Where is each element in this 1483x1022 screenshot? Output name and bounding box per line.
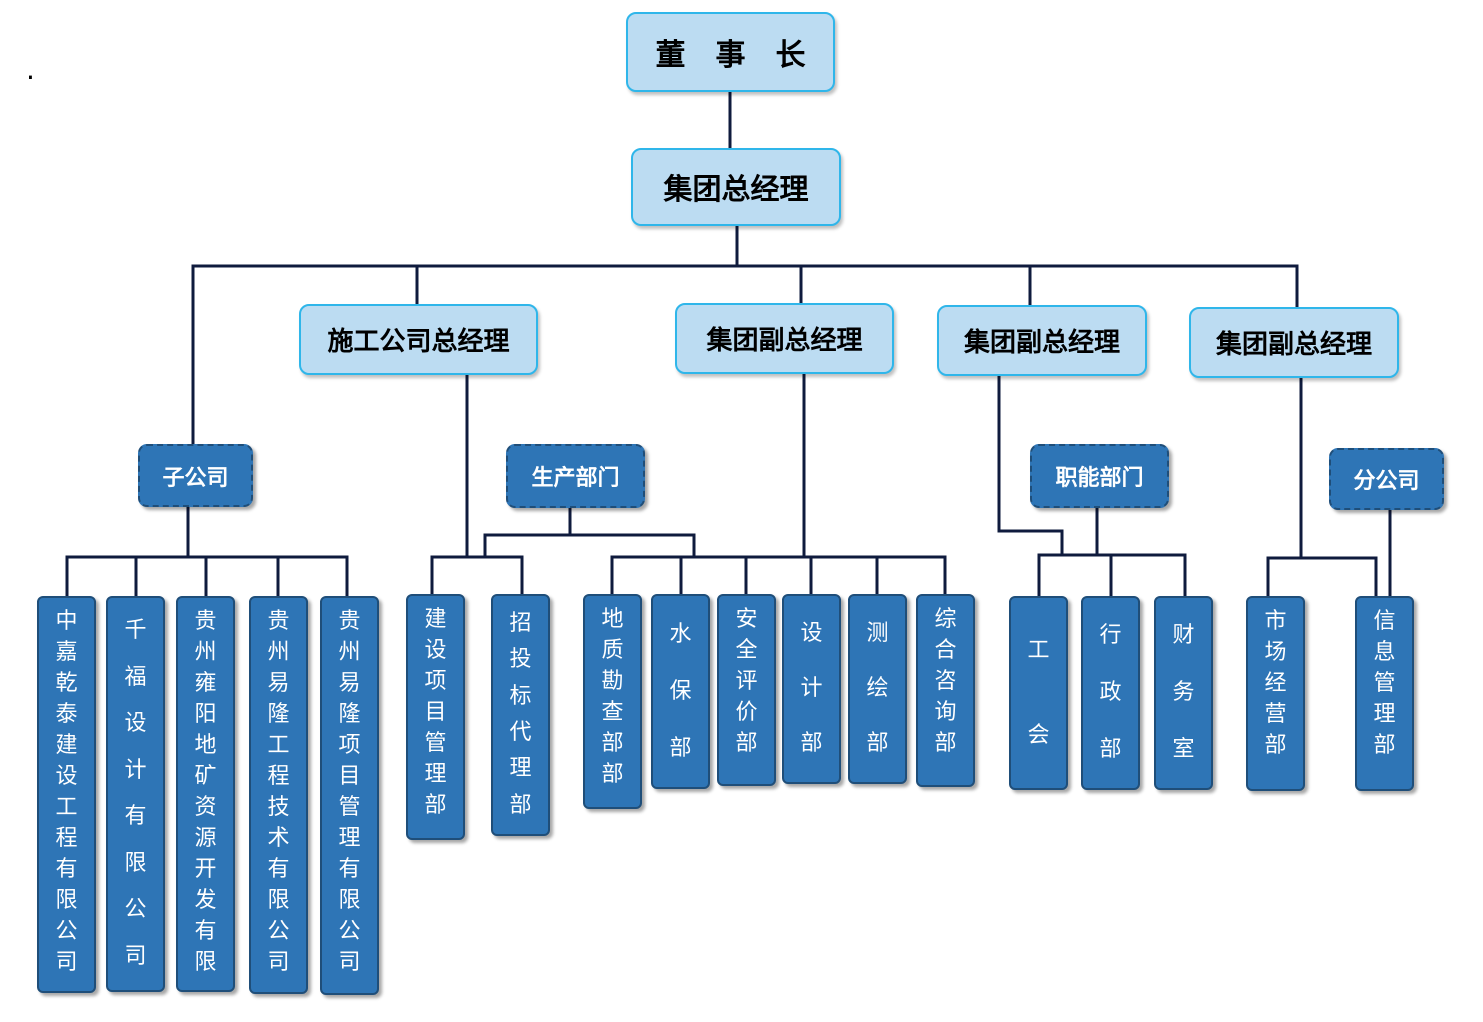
deputy-manager-box-3: 集团副总经理 [1189,307,1399,378]
construction-unit-2: 招投标代理部 [491,594,550,836]
production-unit-label: 地质勘查部部 [601,607,624,787]
branches-group-label: 分公司 [1353,469,1420,494]
branch-unit-2: 信息管理部 [1355,596,1414,791]
functional-dept-group: 职能部门 [1030,444,1169,508]
subsidiary-unit-5: 贵州易隆项目管理有限公司 [320,596,379,995]
stray-dot: . [26,53,35,86]
production-dept-group-label: 生产部门 [531,466,620,491]
production-unit-label: 测绘部 [866,620,889,757]
production-unit-label: 设计部 [800,620,823,757]
subsidiary-unit-2: 千福设计有限公司 [106,596,165,992]
production-unit-label: 安全评价部 [735,607,758,756]
branch-unit-label: 市场经营部 [1264,609,1287,758]
subsidiary-unit-label: 中嘉乾泰建设工程有限公司 [55,609,78,975]
subsidiaries-group: 子公司 [138,444,253,507]
deputy-manager-box-2: 集团副总经理 [937,305,1147,376]
construction-manager-box: 施工公司总经理 [299,304,538,375]
group-general-manager-box: 集团总经理 [631,148,841,226]
production-unit-4: 设计部 [782,594,841,784]
branch-unit-1: 市场经营部 [1246,596,1305,791]
group-general-manager-label: 集团总经理 [663,172,809,206]
subsidiary-unit-4: 贵州易隆工程技术有限公司 [249,596,308,994]
branch-unit-label: 信息管理部 [1373,609,1396,758]
subsidiary-unit-label: 贵州易隆项目管理有限公司 [338,609,361,975]
production-unit-5: 测绘部 [848,594,907,784]
deputy-manager-label-1: 集团副总经理 [706,326,863,356]
subsidiary-unit-1: 中嘉乾泰建设工程有限公司 [37,596,96,993]
branches-group: 分公司 [1329,448,1444,510]
functional-unit-label: 工会 [1027,637,1050,748]
functional-unit-label: 财务室 [1172,623,1195,762]
deputy-manager-label-2: 集团副总经理 [963,328,1120,358]
subsidiary-unit-label: 贵州雍阳地矿资源开发有限 [194,609,217,975]
construction-unit-label: 建设项目管理部 [424,607,447,818]
production-unit-1: 地质勘查部部 [583,594,642,809]
chairman-box: 董 事 长 [626,12,835,92]
functional-dept-group-label: 职能部门 [1055,466,1144,491]
construction-unit-label: 招投标代理部 [509,611,532,818]
construction-manager-label: 施工公司总经理 [327,327,510,357]
production-dept-group: 生产部门 [506,444,645,508]
construction-unit-1: 建设项目管理部 [406,594,465,840]
subsidiary-unit-label: 千福设计有限公司 [124,618,147,969]
production-unit-3: 安全评价部 [717,594,776,786]
subsidiaries-group-label: 子公司 [162,465,229,491]
production-unit-label: 水保部 [669,621,692,761]
subsidiary-unit-label: 贵州易隆工程技术有限公司 [267,609,290,975]
functional-unit-2: 行政部 [1081,596,1140,790]
deputy-manager-label-3: 集团副总经理 [1215,330,1372,360]
production-unit-label: 综合咨询部 [934,607,957,756]
functional-unit-3: 财务室 [1154,596,1213,790]
functional-unit-1: 工会 [1009,596,1068,790]
chairman-label: 董 事 长 [655,38,806,73]
subsidiary-unit-3: 贵州雍阳地矿资源开发有限 [176,596,235,992]
production-unit-6: 综合咨询部 [916,594,975,787]
functional-unit-label: 行政部 [1099,623,1122,762]
production-unit-2: 水保部 [651,594,710,789]
deputy-manager-box-1: 集团副总经理 [675,303,894,374]
